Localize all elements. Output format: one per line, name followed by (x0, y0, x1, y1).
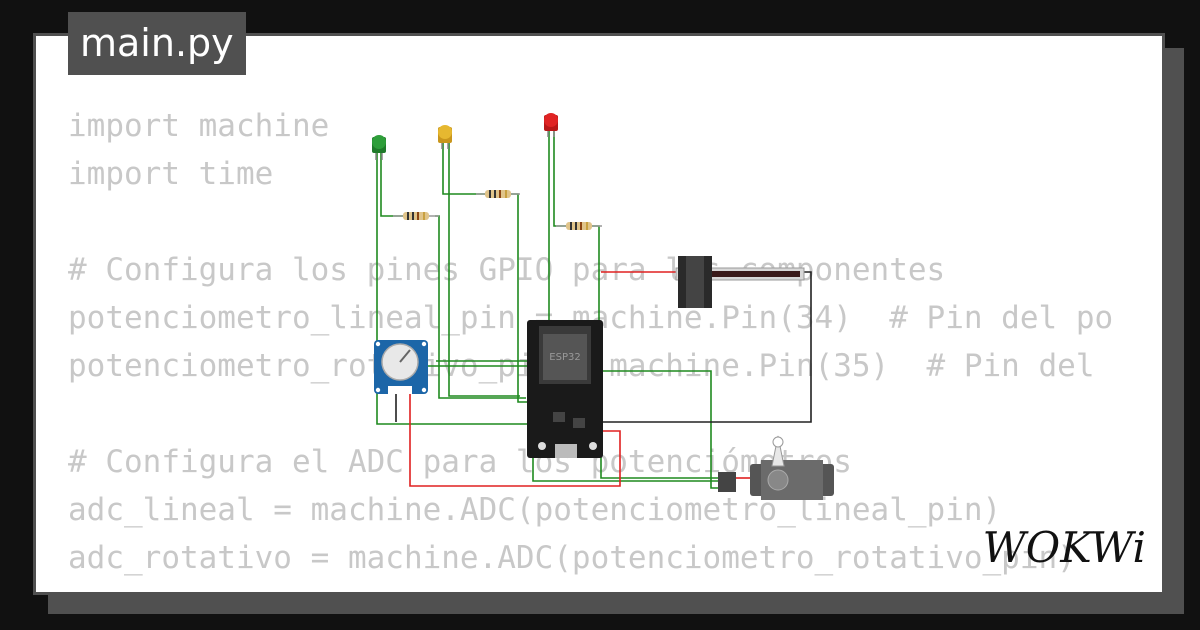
esp32-label: ESP32 (549, 352, 580, 363)
logo-text: WOKWi (983, 523, 1146, 572)
code-line: import machine (68, 108, 330, 144)
wokwi-logo: WOKWi (983, 523, 1146, 572)
green-led (372, 135, 386, 160)
code-line: # Configura los pines GPIO para los comp… (68, 252, 946, 288)
resistor (476, 190, 520, 198)
circuit-diagram: ESP32 (372, 113, 834, 500)
code-line: adc_lineal = machine.ADC(potenciometro_l… (68, 492, 1002, 528)
slide-potentiometer (675, 256, 805, 308)
code-line: import time (68, 156, 274, 192)
code-line: adc_rotativo = machine.ADC(potenciometro… (68, 540, 1076, 576)
red-led (544, 113, 558, 137)
resistor (556, 222, 602, 230)
servo-motor (718, 435, 834, 500)
black-wires (395, 271, 812, 423)
rotary-potentiometer (374, 340, 428, 394)
resistor (393, 212, 439, 220)
red-wires (409, 271, 750, 487)
yellow-led (438, 125, 452, 149)
file-name-tab[interactable]: main.py (68, 12, 246, 75)
esp32-board: ESP32 (527, 320, 603, 458)
code-preview: import machine import time # Configura los… (68, 102, 1113, 582)
code-line: potenciometro_lineal_pin = machine.Pin(3… (68, 300, 1114, 336)
project-preview-card: import machine import time # Configura los… (33, 33, 1165, 595)
